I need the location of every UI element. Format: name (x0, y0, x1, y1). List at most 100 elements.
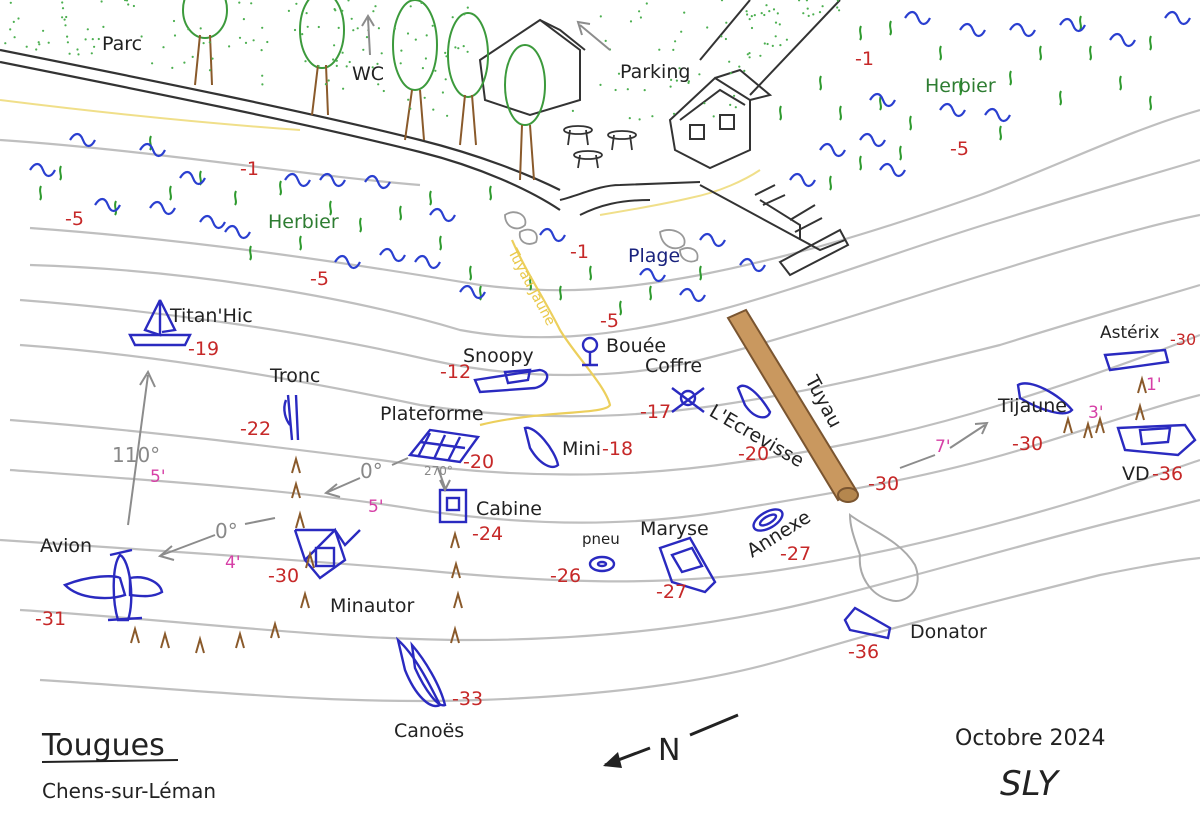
wave-mark (739, 257, 766, 273)
grass-dot (162, 46, 165, 49)
grass-dot (35, 48, 38, 51)
stake-marker (453, 590, 463, 609)
site-depth-cabine: -24 (472, 523, 503, 545)
grass-dot (12, 20, 15, 23)
grass-dot (17, 17, 20, 20)
herbier-label-east: Herbier (925, 75, 996, 97)
grass-dot (463, 13, 466, 16)
grass-dot (818, 11, 822, 14)
grass-dot (242, 18, 245, 21)
vd-boat-icon (1116, 423, 1197, 457)
grass-dot (324, 83, 327, 86)
bearing-0-minautor: 0° (360, 459, 383, 483)
site-name-coffre: Coffre (645, 355, 702, 377)
herb-mark (859, 25, 862, 41)
grass-dot (431, 24, 434, 27)
grass-dot (680, 30, 683, 33)
grass-dot (812, 13, 815, 16)
grass-dot (669, 85, 672, 88)
grass-dot (132, 4, 135, 8)
stake-marker (1095, 415, 1105, 434)
wave-mark (1009, 22, 1036, 38)
grass-dot (341, 9, 344, 12)
depth-contours (0, 108, 1200, 703)
grass-dot (750, 26, 754, 30)
grass-dot (199, 27, 202, 30)
grass-dot (729, 72, 733, 75)
distance-5-plateforme: 5' (368, 497, 384, 517)
grass-dot (317, 25, 320, 29)
herb-mark (649, 285, 652, 301)
wave-mark (334, 254, 361, 270)
wave-mark (284, 172, 311, 188)
grass-dot (733, 94, 736, 97)
grass-dot (399, 62, 402, 65)
grass-dot (454, 46, 457, 49)
airplane-icon (62, 548, 164, 622)
grass-dot (446, 48, 450, 51)
grass-dot (748, 52, 751, 55)
grass-dot (9, 28, 12, 31)
site-name-canoes: Canoës (394, 720, 464, 742)
grass-dot (712, 115, 715, 118)
grass-dot (802, 12, 805, 15)
grass-dot (720, 35, 723, 38)
grass-dot (228, 45, 231, 48)
cabin-icon (438, 488, 468, 524)
grass-dot (766, 42, 769, 46)
grass-dot (374, 5, 377, 8)
grass-dot (421, 67, 424, 70)
stake-marker (270, 620, 280, 639)
grass-dot (763, 13, 766, 17)
grass-dot (759, 54, 762, 57)
grass-dot (380, 52, 383, 55)
grass-dot (61, 16, 64, 19)
grass-dot (110, 38, 113, 41)
distance-5-titanhic: 5' (150, 467, 166, 487)
grass-dot (348, 60, 351, 64)
north-label: N (658, 733, 680, 768)
canoe-icon (395, 636, 447, 708)
site-depth-donator: -36 (848, 641, 879, 663)
grass-dot (725, 21, 728, 24)
bearing-0-avion: 0° (215, 519, 238, 543)
grass-dot (382, 89, 385, 93)
site-depth-plateforme: -20 (463, 451, 494, 473)
grass-dot (342, 87, 345, 90)
stake-marker (451, 560, 461, 579)
stake-marker (295, 510, 305, 529)
shore-depth: -1 (240, 158, 259, 180)
grass-dot (202, 42, 205, 45)
stake-marker (160, 630, 170, 649)
grass-dot (614, 88, 617, 92)
wave-mark (819, 142, 846, 158)
herb-mark (429, 190, 432, 206)
buoy-icon (581, 336, 599, 367)
site-name-tronc: Tronc (269, 365, 320, 387)
parking-label: Parking (620, 61, 690, 83)
map-subtitle: Chens-sur-Léman (42, 779, 216, 803)
site-depth-snoopy: -12 (440, 361, 471, 383)
dinghy-icon (752, 508, 784, 532)
herb-mark (1059, 90, 1062, 106)
plage-label: Plage (628, 245, 680, 267)
grass-dot (64, 24, 67, 27)
herb-mark (169, 185, 172, 201)
site-name-donator: Donator (910, 621, 987, 643)
grass-dot (678, 67, 681, 70)
tijaune-boat-icon (1016, 382, 1074, 415)
grass-dot (420, 1, 423, 4)
herb-mark (699, 265, 702, 281)
grass-dot (445, 55, 448, 58)
wave-mark (179, 170, 206, 186)
herb-mark (149, 135, 152, 151)
trees (182, 0, 546, 126)
grass-dot (409, 107, 412, 110)
grass-dot (260, 49, 263, 52)
wave-mark (879, 162, 906, 178)
site-depth-mini: -18 (602, 438, 633, 460)
site-name-pneu: pneu (582, 530, 620, 548)
grass-dot (68, 52, 71, 55)
tree-trunk-icon (283, 394, 300, 441)
herb-mark (39, 185, 42, 201)
